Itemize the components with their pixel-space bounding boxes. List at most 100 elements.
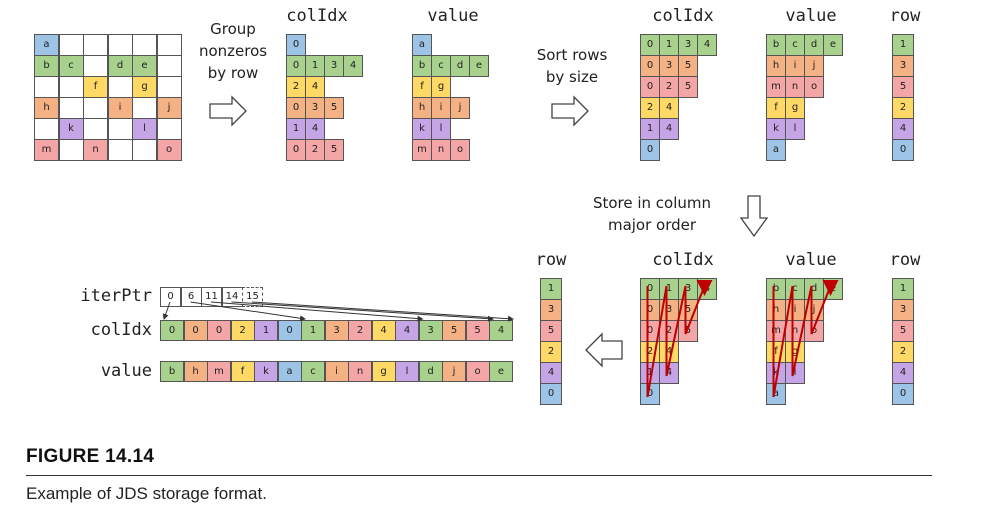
store-colidx-cell: 2 bbox=[659, 320, 679, 342]
sorted-row-cell: 5 bbox=[892, 76, 914, 98]
sorted-colidx-cell: 5 bbox=[678, 76, 698, 98]
step-store-label: Store in column major order bbox=[592, 194, 712, 234]
grouped-colidx-cell: 2 bbox=[286, 76, 306, 98]
sorted-colidx-cell: 4 bbox=[659, 97, 679, 119]
matrix-cell bbox=[107, 34, 133, 56]
store-colidx-cell: 0 bbox=[640, 278, 660, 300]
sorted-value-cell: d bbox=[804, 34, 824, 56]
store-colidx-cell: 4 bbox=[697, 278, 717, 300]
store-value-cell: b bbox=[766, 278, 786, 300]
sorted-colidx-cell: 2 bbox=[659, 76, 679, 98]
sorted-row-cell: 4 bbox=[892, 118, 914, 140]
sorted-value-cell: k bbox=[766, 118, 786, 140]
jds-value-cell: c bbox=[301, 361, 325, 382]
matrix-cell bbox=[34, 118, 59, 140]
sorted-value-cell: e bbox=[823, 34, 843, 56]
grouped-colidx-cell: 4 bbox=[343, 55, 363, 77]
sorted-row-header: row bbox=[889, 6, 921, 26]
grouped-value-cell: e bbox=[469, 55, 489, 77]
store-value-cell: j bbox=[804, 299, 824, 321]
store-row-header: row bbox=[889, 250, 921, 270]
matrix-cell bbox=[58, 34, 84, 56]
store-value-cell: g bbox=[785, 341, 805, 363]
sorted-row-cell: 2 bbox=[892, 97, 914, 119]
step-group-label: Group nonzeros by row bbox=[198, 20, 268, 82]
sorted-value-cell: h bbox=[766, 55, 786, 77]
grouped-value-cell: k bbox=[412, 118, 432, 140]
step-sort-label: Sort rows by size bbox=[536, 46, 608, 86]
grouped-colidx-cell: 0 bbox=[286, 34, 306, 56]
sorted-row-cell: 1 bbox=[892, 34, 914, 56]
jds-colidx-cell: 2 bbox=[348, 320, 372, 341]
sorted-value-cell: b bbox=[766, 34, 786, 56]
grouped-colidx-cell: 0 bbox=[286, 97, 306, 119]
jds-colidx-cell: 0 bbox=[207, 320, 231, 341]
grouped-colidx-cell: 4 bbox=[305, 76, 325, 98]
store-colidx-cell: 0 bbox=[640, 299, 660, 321]
sorted-colidx-cell: 4 bbox=[697, 34, 717, 56]
grouped-colidx-cell: 5 bbox=[324, 97, 344, 119]
jds-colidx-cell: 3 bbox=[418, 320, 443, 341]
jds-colidx-cell: 0 bbox=[160, 320, 184, 341]
store-colidx-cell: 4 bbox=[659, 362, 679, 384]
store-row-cell: 3 bbox=[892, 299, 914, 321]
jds-value-cell: g bbox=[371, 361, 396, 382]
grouped-value-header: value bbox=[427, 6, 479, 26]
grouped-colidx-cell: 5 bbox=[324, 139, 344, 161]
store-value-cell: k bbox=[766, 362, 786, 384]
sorted-colidx-cell: 0 bbox=[640, 76, 660, 98]
jds-row-cell: 1 bbox=[540, 278, 562, 300]
sorted-colidx-cell: 3 bbox=[678, 34, 698, 56]
store-value-cell: a bbox=[766, 383, 786, 405]
iterptr-cell: 15 bbox=[242, 287, 263, 307]
matrix-cell: e bbox=[132, 55, 157, 77]
store-colidx-cell: 3 bbox=[678, 278, 698, 300]
iterptr-cell: 14 bbox=[221, 287, 243, 307]
figure-caption: Example of JDS storage format. bbox=[26, 484, 267, 503]
sorted-value-cell: l bbox=[785, 118, 805, 140]
sort-arrow-icon bbox=[551, 95, 589, 127]
sorted-value-cell: j bbox=[804, 55, 824, 77]
jds-colidx-cell: 4 bbox=[395, 320, 419, 341]
store-value-cell: i bbox=[785, 299, 805, 321]
iterptr-label: iterPtr bbox=[80, 286, 152, 306]
iterptr-arrow bbox=[251, 301, 514, 322]
grouped-value-cell: a bbox=[412, 34, 432, 56]
sorted-colidx-cell: 1 bbox=[659, 34, 679, 56]
jds-value-cell: b bbox=[160, 361, 184, 382]
jds-row-header: row bbox=[535, 250, 567, 270]
jds-colidx-cell: 5 bbox=[442, 320, 466, 341]
jds-value-cell: n bbox=[348, 361, 372, 382]
store-colidx-cell: 5 bbox=[678, 299, 698, 321]
jds-row-cell: 2 bbox=[540, 341, 562, 363]
store-colidx-cell: 1 bbox=[659, 278, 679, 300]
sorted-colidx-cell: 5 bbox=[678, 55, 698, 77]
sorted-value-cell: o bbox=[804, 76, 824, 98]
iterptr-arrow bbox=[231, 301, 494, 322]
matrix-cell bbox=[156, 76, 182, 98]
sorted-value-cell: g bbox=[785, 97, 805, 119]
matrix-cell bbox=[107, 76, 133, 98]
matrix-cell bbox=[132, 34, 157, 56]
store-value-cell: l bbox=[785, 362, 805, 384]
store-value-header: value bbox=[785, 250, 837, 270]
sorted-colidx-cell: 4 bbox=[659, 118, 679, 140]
store-row-cell: 0 bbox=[892, 383, 914, 405]
jds-row-cell: 5 bbox=[540, 320, 562, 342]
grouped-colidx-cell: 2 bbox=[305, 139, 325, 161]
sorted-value-cell: i bbox=[785, 55, 805, 77]
store-colidx-cell: 0 bbox=[640, 383, 660, 405]
sorted-colidx-header: colIdx bbox=[652, 6, 714, 26]
store-colidx-cell: 1 bbox=[640, 362, 660, 384]
matrix-cell bbox=[83, 97, 108, 119]
store-value-cell: d bbox=[804, 278, 824, 300]
jds-value-cell: l bbox=[395, 361, 419, 382]
store-colidx-cell: 2 bbox=[640, 341, 660, 363]
jds-value-cell: e bbox=[489, 361, 513, 382]
matrix-cell: k bbox=[58, 118, 84, 140]
grouped-value-cell: g bbox=[431, 76, 451, 98]
sorted-row-cell: 0 bbox=[892, 139, 914, 161]
matrix-cell bbox=[58, 139, 84, 161]
matrix-cell bbox=[156, 118, 182, 140]
